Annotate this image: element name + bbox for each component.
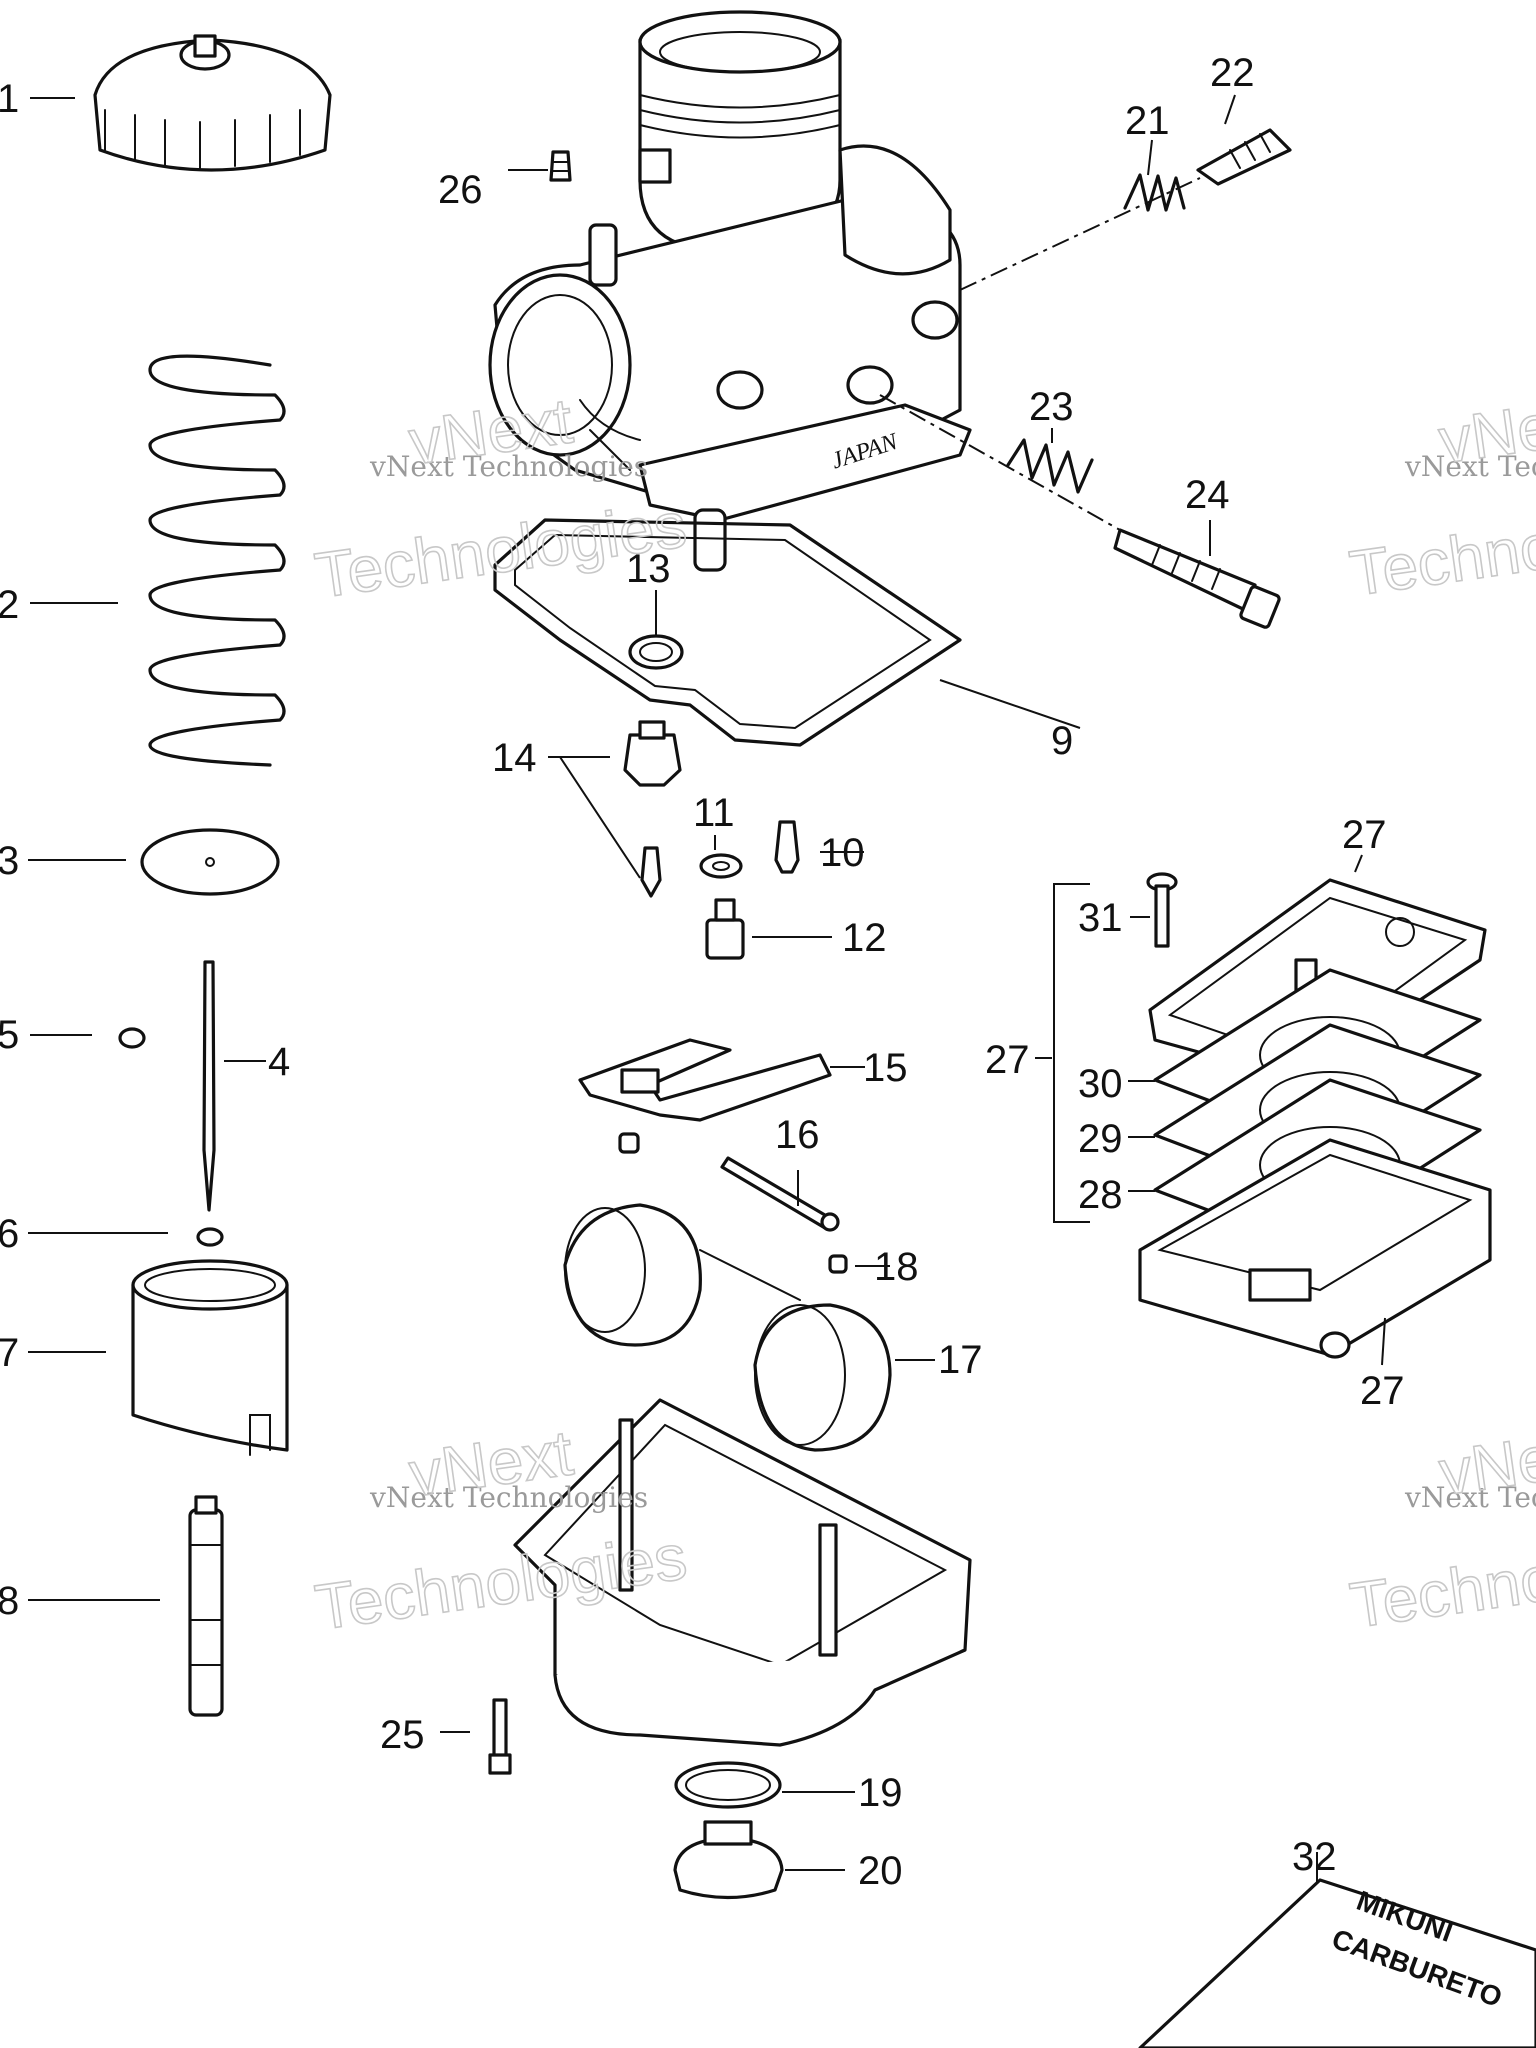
callout-13: 13 [626,547,671,591]
watermark-text-4: vNext Technologies [1404,1481,1536,1514]
callout-22: 22 [1210,51,1255,95]
callout-20: 20 [858,1849,903,1893]
watermark-text-2: vNext Technologies [1404,450,1536,483]
part-18-plug [828,1254,848,1274]
float-bowl [513,1398,972,1747]
callout-18: 18 [874,1245,919,1289]
part-31-screw [1146,872,1178,948]
callout-labels: 1 2 3 4 5 6 7 8 9 10 11 12 13 14 15 16 1… [0,51,1405,1893]
callout-7: 7 [0,1331,19,1375]
callout-27-bottom: 27 [1360,1369,1405,1413]
leader-lines [28,94,1386,1883]
watermark-text-1: vNext Technologies [369,450,648,483]
part-27-pump-base [1138,1138,1492,1359]
part-9-gasket [493,518,962,747]
callout-8: 8 [0,1579,19,1623]
watermark-big-3b: Technologies [1345,486,1536,609]
callout-1: 1 [0,77,19,121]
part-20-drain-plug [673,1820,784,1900]
part-float-spacer [618,1132,640,1154]
carburetor-body: JAPAN [488,10,972,572]
part-17-floats [563,1203,892,1452]
callout-21: 21 [1125,99,1170,143]
part-11-washer [699,853,743,879]
callout-24: 24 [1185,473,1230,517]
part-10-pilot-jet [774,820,800,874]
part-2-spring [148,354,286,767]
part-1-cap [93,34,332,172]
part-25-screw [488,1698,512,1775]
part-23-spring [1006,438,1094,494]
callout-3: 3 [0,839,19,883]
part-21-spring [1123,173,1186,212]
callout-29: 29 [1078,1117,1123,1161]
part-13-o-ring [628,634,684,670]
part-24-air-screw [1113,528,1281,629]
part-16-float-pin [720,1156,840,1232]
part-8-jet-tube [188,1495,224,1717]
part-7-throttle-valve [131,1259,289,1456]
watermark-big-4a: vNext [1435,1415,1536,1509]
group-bracket [1053,883,1090,1223]
callout-6: 6 [0,1212,19,1256]
part-22-screw [1196,128,1292,186]
part-6-washer [196,1227,224,1247]
part-19-o-ring [674,1761,782,1809]
callout-5: 5 [0,1013,19,1057]
callout-26: 26 [438,168,483,212]
callout-11: 11 [693,791,735,835]
watermark-text-3: vNext Technologies [369,1481,648,1514]
part-14-needle-valve [623,720,682,898]
part-3-plate [140,828,280,896]
callout-2: 2 [0,583,19,627]
callout-30: 30 [1078,1062,1123,1106]
callout-4: 4 [268,1040,290,1084]
callout-32: 32 [1292,1835,1337,1879]
callout-9: 9 [1051,719,1073,763]
watermark-big-4b: Technologies [1346,1518,1536,1641]
callout-23: 23 [1029,385,1074,429]
callout-17: 17 [938,1338,983,1382]
callout-12: 12 [842,916,887,960]
callout-14: 14 [492,736,537,780]
callout-25: 25 [380,1713,425,1757]
part-12-main-jet [705,898,745,960]
callout-15: 15 [863,1046,908,1090]
callout-16: 16 [775,1113,820,1157]
part-15-float-arm [578,1038,832,1122]
callout-10: 10 [820,831,865,875]
callout-27-group: 27 [985,1038,1030,1082]
callout-28: 28 [1078,1173,1123,1217]
axis-line-upper [959,177,1201,291]
watermark-big-3a: vNext [1435,383,1536,477]
part-4-needle [202,960,216,1212]
callout-27-top: 27 [1342,813,1387,857]
axis-line-lower [879,394,1121,531]
part-32-kit-box: MIKUNI CARBURETO [1138,1878,1536,2048]
part-5-clip [118,1027,146,1049]
callout-19: 19 [858,1771,903,1815]
callout-31: 31 [1078,896,1123,940]
part-26-nipple [549,150,572,182]
